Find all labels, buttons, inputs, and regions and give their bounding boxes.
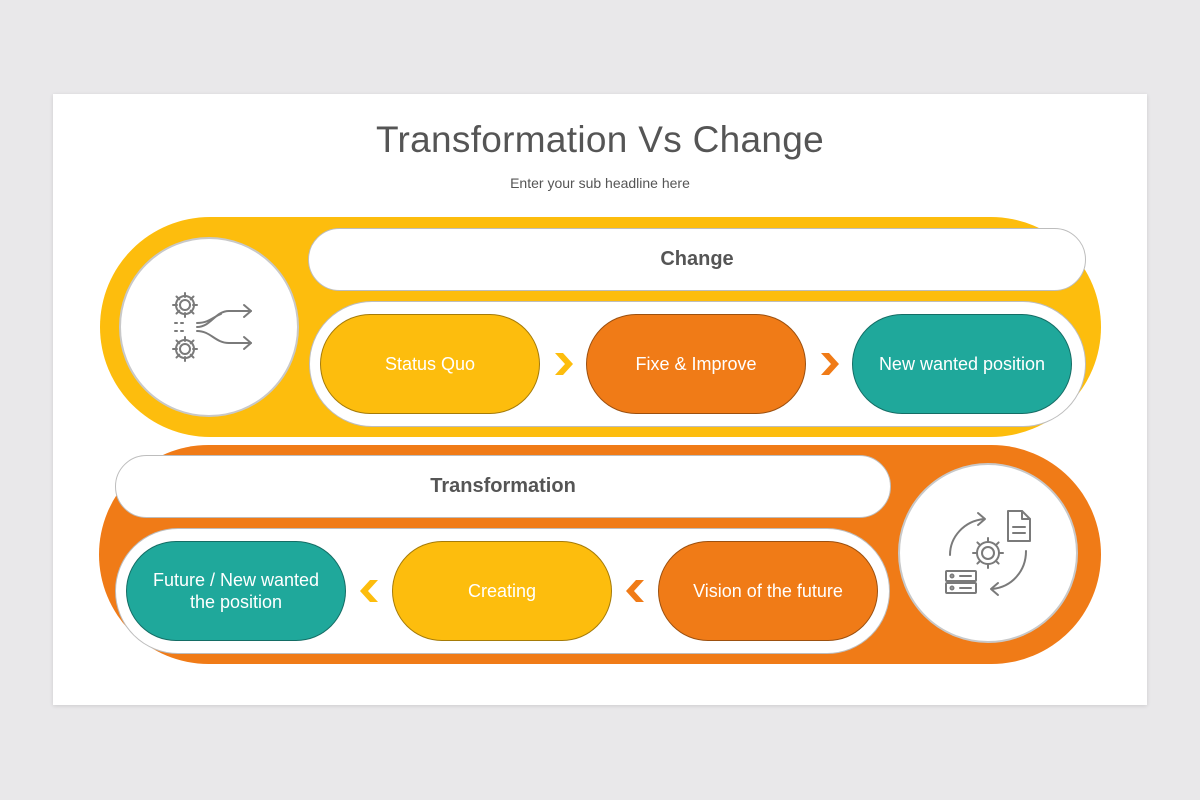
chevron-left-icon	[360, 580, 378, 602]
transformation-step-vision: Vision of the future	[658, 541, 878, 641]
page-subtitle: Enter your sub headline here	[510, 175, 690, 191]
chevron-left-icon	[626, 580, 644, 602]
change-step-status-quo: Status Quo	[320, 314, 540, 414]
change-step-new-position: New wanted position	[852, 314, 1072, 414]
chevron-right-icon	[821, 353, 839, 375]
gears-shuffle-icon	[172, 292, 252, 362]
transformation-header: Transformation	[115, 455, 891, 518]
transformation-step-future: Future / New wanted the position	[126, 541, 346, 641]
change-header: Change	[308, 228, 1086, 291]
transformation-icon-circle	[898, 463, 1078, 643]
cycle-gear-document-icon	[945, 510, 1031, 596]
page-title: Transformation Vs Change	[376, 119, 824, 160]
change-icon-circle	[119, 237, 299, 417]
transformation-step-creating: Creating	[392, 541, 612, 641]
change-step-fix-improve: Fixe & Improve	[586, 314, 806, 414]
chevron-right-icon	[555, 353, 573, 375]
